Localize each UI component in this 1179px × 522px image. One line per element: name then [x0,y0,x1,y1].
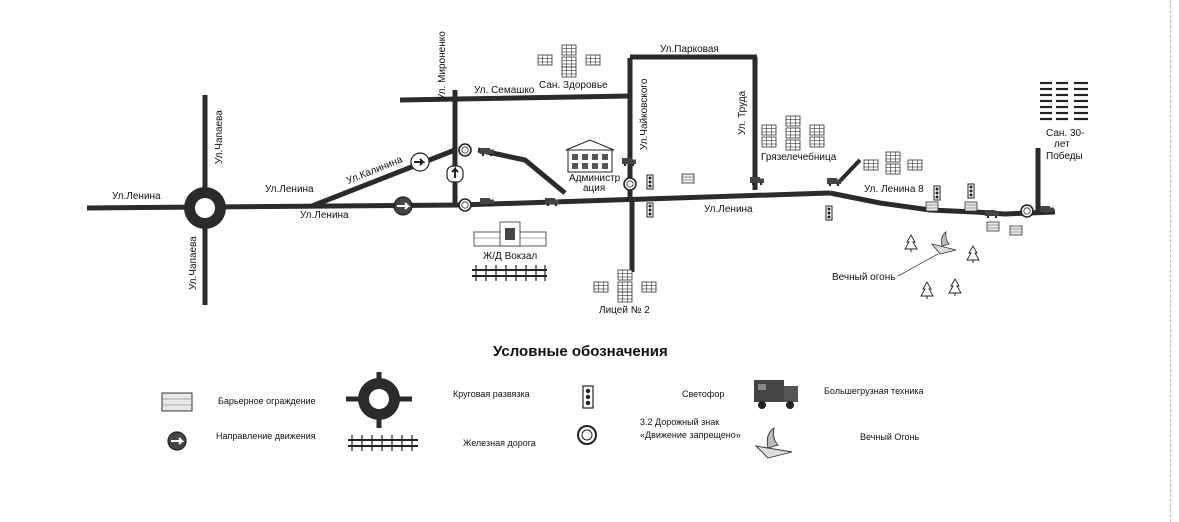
legend-roundabout-label: Круговая развязка [453,389,530,399]
building-administration [565,139,615,173]
building-san30 [1038,80,1090,125]
legend-heavy-vehicles-icon [754,380,798,409]
label-semashko: Ул. Семашко [474,85,535,96]
road-semashko [399,93,631,103]
label-chaikovskogo: Ул.Чайковского [639,78,650,150]
legend-direction-icon [167,431,187,451]
legend-title: Условные обозначения [493,343,668,360]
legend-eternal-flame-label: Вечный Огонь [860,432,919,442]
label-administration-2: ация [583,183,605,194]
label-lenina-3: Ул.Ленина [300,210,349,221]
label-lyceum: Лицей № 2 [599,305,650,316]
legend-barrier-icon [161,392,193,412]
building-lenina8 [863,151,923,175]
label-station: Ж/Д Вокзал [483,251,537,262]
barrier-2 [925,201,939,212]
no-entry-sign-4 [1020,204,1034,218]
legend-eternal-flame-icon [754,427,793,459]
railway-track [472,265,547,281]
barrier-4 [986,221,1000,232]
flame-pointer-line [897,253,939,277]
label-mironenko: Ул. Мироненко [437,31,448,100]
direction-sign-mironenko [446,165,464,183]
building-railway-station [473,221,547,247]
eternal-flame-icon [930,231,957,255]
traffic-light-1 [646,174,654,190]
barrier-3 [964,201,978,212]
road-branch-admin [477,147,567,195]
legend-roundabout-icon [346,372,412,428]
label-truda: Ул. Труда [737,90,748,135]
label-chapaeva-south: Ул.Чапаева [188,236,199,290]
label-eternal-flame: Вечный огонь [832,272,895,283]
building-san-zdorovie [537,44,601,78]
no-entry-sign-2 [458,198,472,212]
direction-sign-kalinina [410,152,430,172]
road-kalinina [311,147,456,209]
building-gryazelechebnitsa [761,115,825,151]
eternal-flame-memorial [904,231,980,300]
label-lenina-west: Ул.Ленина [112,191,161,202]
legend-direction-label: Направление движения [216,431,316,441]
traffic-light-2 [646,202,654,218]
legend-sign-label-1: 3.2 Дорожный знак [640,417,719,427]
label-lenina8: Ул. Ленина 8 [864,184,924,195]
label-san-zdorovie: Сан. Здоровье [539,80,608,91]
building-lyceum [593,269,657,303]
label-parkovaya: Ул.Парковая [660,44,719,55]
no-entry-sign-1 [458,143,472,157]
roundabout-chapaeva-lenina [184,187,226,229]
label-chapaeva-north: Ул.Чапаева [214,110,225,164]
legend-barrier-label: Барьерное ограждение [218,396,316,406]
traffic-light-3 [825,205,833,221]
label-gryazelechebnitsa: Грязелечебница [761,151,837,163]
road-branch-lenina8 [836,158,862,185]
label-administration-1: Администр [569,173,621,184]
legend-sign-label-2: «Движение запрещено» [640,430,741,440]
legend-heavy-vehicles-label: Большегрузная техника [824,386,924,396]
truck-3 [545,198,559,207]
label-san30-1: Сан. 30- [1046,128,1084,139]
no-entry-sign-3 [623,177,637,191]
truck-1 [480,148,494,157]
legend-railway-icon [348,435,418,451]
barrier-5 [1009,225,1023,236]
barrier-1 [681,173,695,184]
road-lenina-east [829,190,1056,217]
legend-traffic-light-label: Светофор [682,389,724,399]
direction-sign-lenina [393,196,413,216]
legend-traffic-light-icon [582,385,594,409]
traffic-light-5 [967,183,975,199]
label-san30-2: лет [1054,139,1070,150]
road-lenina-main [459,190,831,208]
legend-no-entry-icon [577,425,597,445]
label-lenina-2: Ул.Ленина [265,184,314,195]
label-san30-3: Победы [1046,150,1083,162]
page-edge-line [1168,0,1171,522]
label-lenina-4: Ул.Ленина [704,204,753,215]
traffic-light-4 [933,185,941,201]
legend-railway-label: Железная дорога [463,438,536,448]
